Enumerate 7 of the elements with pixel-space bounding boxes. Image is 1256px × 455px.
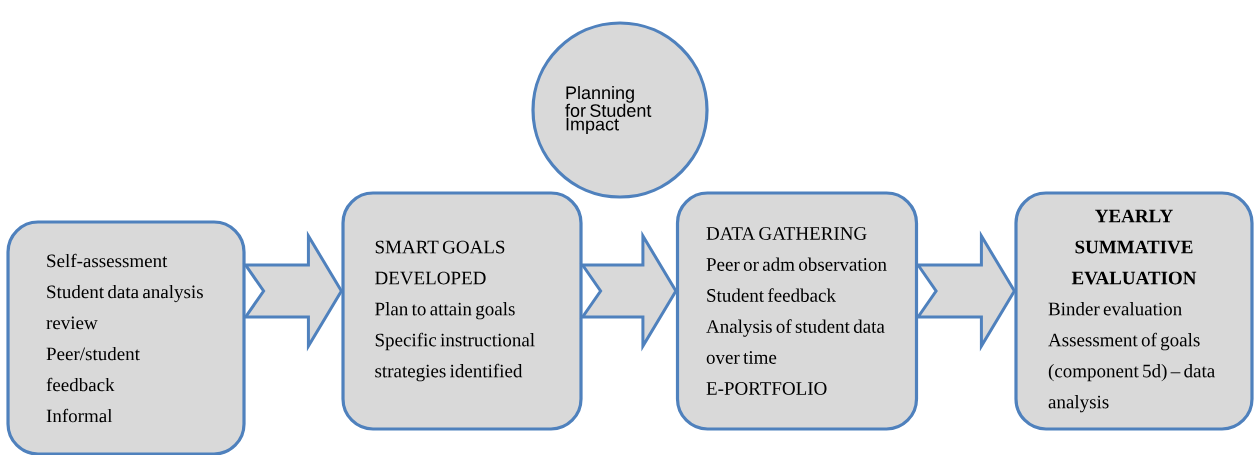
process-box: DATA GATHERING Peer or adm observation Student feedback Analysis of student data over time E-PORTFOLIO [675, 191, 919, 431]
block-arrow [242, 230, 344, 352]
block-arrow [579, 230, 678, 352]
process-box: Self-assessment Student data analysis review Peer/student feedback Informal [6, 220, 246, 455]
process-box: SMART GOALS DEVELOPED Plan to attain goals Specific instructional strategies identified [341, 191, 583, 431]
process-box: YEARLY SUMMATIVE EVALUATION Binder evaluation Assessment of goals (component 5d) – data analysis [1014, 191, 1254, 431]
block-arrow [915, 230, 1017, 352]
